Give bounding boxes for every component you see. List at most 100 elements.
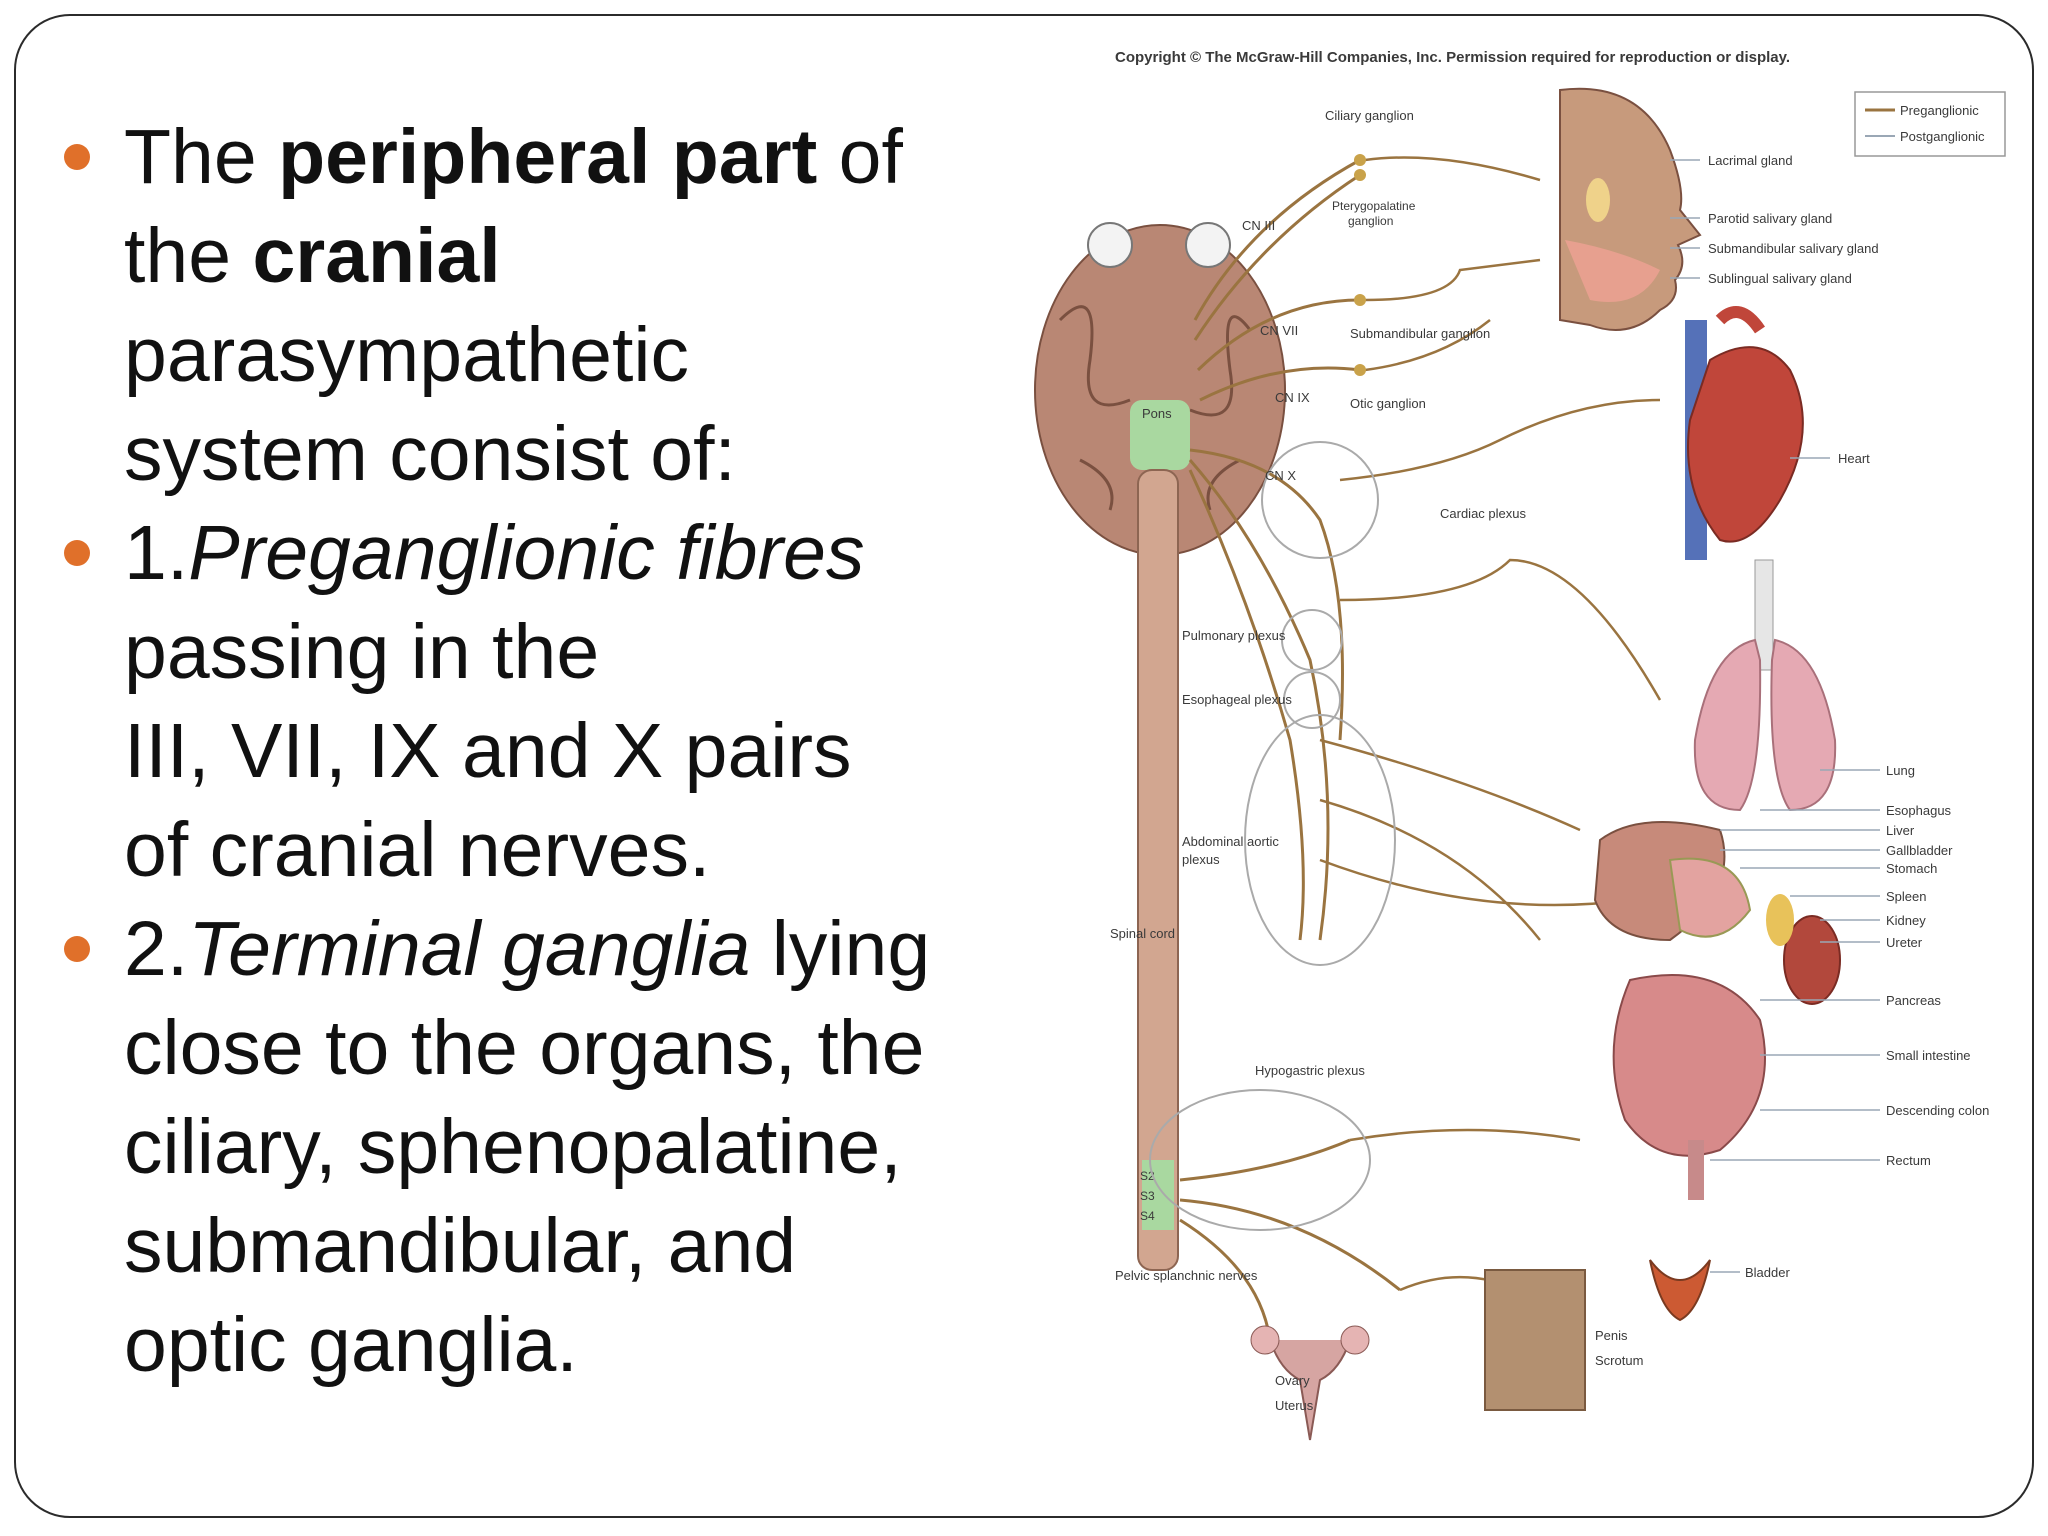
label-ureter: Ureter xyxy=(1886,935,1923,950)
bullet-line: system consist of: xyxy=(124,411,736,497)
label-esophageal-plexus: Esophageal plexus xyxy=(1182,692,1292,707)
bullet-line: ciliary, sphenopalatine, xyxy=(124,1104,902,1190)
bullet-item: The peripheral part of the cranial paras… xyxy=(60,108,1000,504)
rectum-shape xyxy=(1688,1140,1704,1200)
bullet-bold-text: cranial xyxy=(252,213,501,299)
label-submandibular-salivary: Submandibular salivary gland xyxy=(1708,241,1879,256)
label-small-intestine: Small intestine xyxy=(1886,1048,1971,1063)
eye-icon xyxy=(1087,222,1133,268)
label-gallbladder: Gallbladder xyxy=(1886,843,1953,858)
brain-illustration: Pons xyxy=(1034,222,1286,556)
label-abdominal-plexus: Abdominal aortic xyxy=(1182,834,1279,849)
label-pterygopalatine-2: ganglion xyxy=(1348,214,1393,228)
bullet-item: 1.Preganglionic fibres passing in the II… xyxy=(60,504,1000,900)
esophageal-plexus-circle xyxy=(1283,671,1341,729)
label-pterygopalatine: Pterygopalatine xyxy=(1332,199,1416,213)
label-rectum: Rectum xyxy=(1886,1153,1931,1168)
label-lacrimal: Lacrimal gland xyxy=(1708,153,1793,168)
label-s4: S4 xyxy=(1140,1209,1155,1223)
bullet-text: lying xyxy=(750,906,931,992)
label-cardiac-plexus: Cardiac plexus xyxy=(1440,506,1526,521)
label-scrotum: Scrotum xyxy=(1595,1353,1643,1368)
label-cn10: CN X xyxy=(1265,468,1296,483)
bullet-text: The xyxy=(124,114,279,200)
bullet-dot-icon xyxy=(64,144,90,170)
penis-scrotum-shape xyxy=(1484,1269,1586,1411)
bullet-italic-text: Terminal ganglia xyxy=(188,906,751,992)
kidney-shape xyxy=(1783,915,1841,1005)
label-pons: Pons xyxy=(1142,406,1172,421)
label-uterus: Uterus xyxy=(1275,1398,1314,1413)
hypogastric-plexus-circle xyxy=(1149,1089,1371,1231)
label-penis: Penis xyxy=(1595,1328,1628,1343)
bullet-text: the xyxy=(124,213,253,299)
uterus-shape xyxy=(1269,1339,1351,1441)
copyright-text: Copyright © The McGraw-Hill Companies, I… xyxy=(1115,49,1790,66)
label-hypogastric-plexus: Hypogastric plexus xyxy=(1255,1063,1365,1078)
label-ovary: Ovary xyxy=(1275,1373,1310,1388)
bullet-list: The peripheral part of the cranial paras… xyxy=(60,108,1000,1395)
ovary-shape xyxy=(1340,1325,1370,1355)
bladder-shape xyxy=(1649,1259,1711,1322)
diagram-svg: Copyright © The McGraw-Hill Companies, I… xyxy=(1034,49,2006,1441)
bullet-line: passing in the xyxy=(124,609,600,695)
label-esophagus: Esophagus xyxy=(1886,803,1952,818)
leader-lines xyxy=(1670,159,1880,1273)
stomach-shape xyxy=(1668,857,1752,938)
lungs-illustration xyxy=(1693,559,1837,812)
label-bladder: Bladder xyxy=(1745,1265,1790,1280)
label-cn9: CN IX xyxy=(1275,390,1310,405)
bullet-line: The peripheral part of xyxy=(124,108,1000,207)
intestine-shape xyxy=(1612,974,1766,1157)
spinal-cord xyxy=(1137,469,1179,1271)
label-kidney: Kidney xyxy=(1886,913,1926,928)
postganglionic-fibres xyxy=(1319,156,1662,1302)
bullet-line: parasympathetic xyxy=(124,312,689,398)
label-spleen: Spleen xyxy=(1886,889,1926,904)
bullet-dot-icon xyxy=(64,540,90,566)
label-submandibular-ganglion: Submandibular ganglion xyxy=(1350,326,1490,341)
label-pancreas: Pancreas xyxy=(1886,993,1941,1008)
bullet-bold-text: peripheral part xyxy=(278,114,818,200)
ovary-shape xyxy=(1250,1325,1280,1355)
label-abdominal-plexus-2: plexus xyxy=(1182,852,1220,867)
bullet-line: III, VII, IX and X pairs xyxy=(124,708,852,794)
label-spinal-cord: Spinal cord xyxy=(1110,926,1175,941)
bullet-line: close to the organs, the xyxy=(124,1005,925,1091)
abdominal-organs xyxy=(1250,821,1841,1441)
parasympathetic-diagram: Copyright © The McGraw-Hill Companies, I… xyxy=(1020,40,2020,1480)
label-ciliary: Ciliary ganglion xyxy=(1325,108,1414,123)
label-sublingual: Sublingual salivary gland xyxy=(1708,271,1852,286)
bullet-dot-icon xyxy=(64,936,90,962)
bullet-line: 1.Preganglionic fibres xyxy=(124,504,1000,603)
legend-post: Postganglionic xyxy=(1900,129,1985,144)
legend-pre: Preganglionic xyxy=(1900,103,1979,118)
label-liver: Liver xyxy=(1886,823,1915,838)
bullet-line: of cranial nerves. xyxy=(124,807,711,893)
heart-illustration xyxy=(1685,306,1804,560)
eye-icon xyxy=(1185,222,1231,268)
bullet-line: 2.Terminal ganglia lying xyxy=(124,900,1000,999)
plexus-circles xyxy=(1149,441,1396,1231)
bullet-number: 1. xyxy=(124,510,189,596)
bullet-item: 2.Terminal ganglia lying close to the or… xyxy=(60,900,1000,1395)
parotid-gland-shape xyxy=(1586,178,1610,222)
label-s3: S3 xyxy=(1140,1189,1155,1203)
preganglionic-fibres xyxy=(1179,158,1401,1341)
cardiac-plexus-circle xyxy=(1261,441,1379,559)
label-descending-colon: Descending colon xyxy=(1886,1103,1989,1118)
label-cn7: CN VII xyxy=(1260,323,1298,338)
legend: Preganglionic Postganglionic xyxy=(1854,91,2006,157)
diagram-labels: Ciliary ganglion Pterygopalatine ganglio… xyxy=(1115,108,1989,1413)
label-otic-ganglion: Otic ganglion xyxy=(1350,396,1426,411)
label-heart: Heart xyxy=(1838,451,1870,466)
pulmonary-plexus-circle xyxy=(1281,609,1343,671)
pons-shape xyxy=(1130,400,1190,470)
bullet-line: optic ganglia. xyxy=(124,1302,578,1388)
bullet-text: of xyxy=(817,114,903,200)
label-pulmonary-plexus: Pulmonary plexus xyxy=(1182,628,1286,643)
bullet-line: submandibular, and xyxy=(124,1203,797,1289)
bullet-number: 2. xyxy=(124,906,189,992)
label-stomach: Stomach xyxy=(1886,861,1937,876)
adrenal-shape xyxy=(1766,894,1794,946)
